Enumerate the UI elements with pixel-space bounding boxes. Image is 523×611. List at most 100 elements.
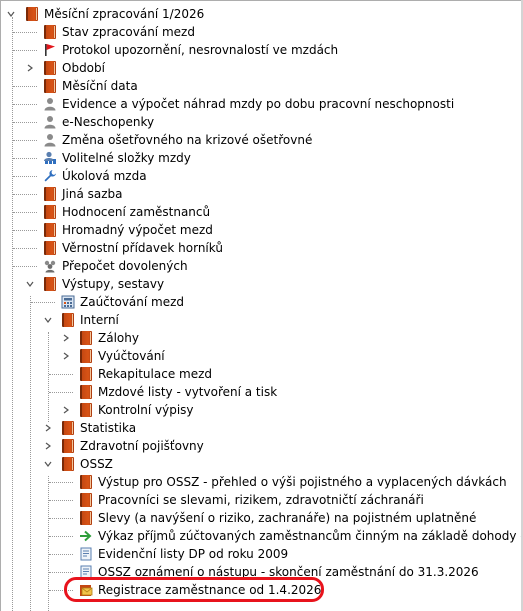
tree-root[interactable]: Měsíční zpracování 1/2026 bbox=[0, 5, 521, 23]
book-icon bbox=[44, 25, 56, 39]
tree-item-pracovnici[interactable]: Pracovníci se slevami, rizikem, zdravotn… bbox=[0, 491, 521, 509]
chevron-down-icon[interactable] bbox=[44, 316, 52, 324]
tree-item-volitelne[interactable]: Volitelné složky mzdy bbox=[0, 149, 521, 167]
tree-item-label: Zálohy bbox=[98, 331, 139, 345]
tree-item-prepocet[interactable]: Přepočet dovolených bbox=[0, 257, 521, 275]
chevron-down-icon[interactable] bbox=[44, 460, 52, 468]
tree-item-registrace[interactable]: Registrace zaměstnance od 1.4.2026 bbox=[0, 581, 521, 599]
calculator-icon bbox=[61, 295, 75, 309]
frame-left-border bbox=[0, 0, 1, 611]
book-icon bbox=[80, 385, 92, 399]
tree-connector bbox=[13, 248, 37, 249]
tree-item-hodnoceni[interactable]: Hodnocení zaměstnanců bbox=[0, 203, 521, 221]
tree-item-statistika[interactable]: Statistika bbox=[0, 419, 521, 437]
book-icon bbox=[44, 79, 56, 93]
tree-connector bbox=[13, 86, 37, 87]
tree-item-interni[interactable]: Interní bbox=[0, 311, 521, 329]
tree-item-mesicni-data[interactable]: Měsíční data bbox=[0, 77, 521, 95]
frame-right-border bbox=[521, 0, 523, 611]
tree-item-mzdove-listy[interactable]: Mzdové listy - vytvoření a tisk bbox=[0, 383, 521, 401]
tree-item-oznameni[interactable]: OSSZ oznámení o nástupu - skončení zaměs… bbox=[0, 563, 521, 581]
tree-item-ukolova[interactable]: Úkolová mzda bbox=[0, 167, 521, 185]
tree-item-label: e-Neschopenky bbox=[62, 115, 155, 129]
tree-item-vykaz[interactable]: Výkaz příjmů zúčtovaných zaměstnancům či… bbox=[0, 527, 521, 545]
person-settings-icon bbox=[44, 151, 56, 164]
tree-connector bbox=[49, 374, 73, 375]
chevron-down-icon[interactable] bbox=[7, 10, 15, 18]
people-icon bbox=[44, 260, 56, 273]
person-icon bbox=[44, 98, 56, 111]
tree-item-hromadny[interactable]: Hromadný výpočet mezd bbox=[0, 221, 521, 239]
tree-item-label: OSSZ bbox=[80, 457, 113, 471]
tree-item-obdobi[interactable]: Období bbox=[0, 59, 521, 77]
highlight-annotation bbox=[64, 577, 324, 602]
tree-item-label: Měsíční data bbox=[62, 79, 138, 93]
red-flag-icon bbox=[45, 44, 55, 56]
tree-item-vyuctovani[interactable]: Vyúčtování bbox=[0, 347, 521, 365]
tree-item-vystup-ossz[interactable]: Výstup pro OSSZ - přehled o výši pojistn… bbox=[0, 473, 521, 491]
document-icon bbox=[80, 547, 92, 561]
person-icon bbox=[44, 134, 56, 147]
tree-item-label: Slevy (a navýšení o riziko, zachranáře) … bbox=[98, 511, 477, 525]
book-icon bbox=[44, 241, 56, 255]
tree-item-rekapitulace[interactable]: Rekapitulace mezd bbox=[0, 365, 521, 383]
tree-connector bbox=[13, 50, 37, 51]
tree-connector bbox=[13, 122, 37, 123]
book-icon bbox=[44, 205, 56, 219]
tree-item-ossz[interactable]: OSSZ bbox=[0, 455, 521, 473]
chevron-right-icon[interactable] bbox=[62, 406, 70, 414]
tree-item-zauctovani[interactable]: Zaúčtování mezd bbox=[0, 293, 521, 311]
tree-item-label: Výstup pro OSSZ - přehled o výši pojistn… bbox=[98, 475, 507, 489]
tree-connector bbox=[13, 176, 37, 177]
tree-item-jina-sazba[interactable]: Jiná sazba bbox=[0, 185, 521, 203]
tree-item-label: Období bbox=[62, 61, 105, 75]
book-icon bbox=[44, 277, 56, 291]
tree-guide-ossz bbox=[48, 476, 49, 611]
tree-item-label: Výkaz příjmů zúčtovaných zaměstnancům či… bbox=[98, 529, 521, 543]
tree-item-label: Vyúčtování bbox=[98, 349, 165, 363]
tree-root-label: Měsíční zpracování 1/2026 bbox=[44, 7, 205, 21]
tree-item-vystupy[interactable]: Výstupy, sestavy bbox=[0, 275, 521, 293]
tree-item-label: Výstupy, sestavy bbox=[62, 277, 165, 291]
green-arrow-icon bbox=[80, 530, 92, 542]
book-icon bbox=[80, 367, 92, 381]
book-icon bbox=[44, 187, 56, 201]
tree-item-stav[interactable]: Stav zpracování mezd bbox=[0, 23, 521, 41]
tree-item-slevy[interactable]: Slevy (a navýšení o riziko, zachranáře) … bbox=[0, 509, 521, 527]
tree-item-label: Evidence a výpočet náhrad mzdy po dobu p… bbox=[62, 97, 455, 111]
book-icon bbox=[44, 223, 56, 237]
tree-item-label: Interní bbox=[80, 313, 119, 327]
tree-connector bbox=[13, 158, 37, 159]
book-icon bbox=[80, 403, 92, 417]
tree-item-evidencni-listy[interactable]: Evidenční listy DP od roku 2009 bbox=[0, 545, 521, 563]
tree-item-label: Stav zpracování mezd bbox=[62, 25, 195, 39]
tree-item-kontrolni[interactable]: Kontrolní výpisy bbox=[0, 401, 521, 419]
chevron-down-icon[interactable] bbox=[26, 280, 34, 288]
tree-connector bbox=[49, 392, 73, 393]
tree-item-vernostni[interactable]: Věrnostní přídavek horníků bbox=[0, 239, 521, 257]
chevron-right-icon[interactable] bbox=[26, 64, 34, 72]
tree-item-zalohy[interactable]: Zálohy bbox=[0, 329, 521, 347]
tree-connector bbox=[13, 104, 37, 105]
chevron-right-icon[interactable] bbox=[44, 424, 52, 432]
tree-connector bbox=[13, 212, 37, 213]
tree-item-zmena[interactable]: Změna ošetřovného na krizové ošetřovné bbox=[0, 131, 521, 149]
chevron-right-icon[interactable] bbox=[62, 334, 70, 342]
tree-item-label: Mzdové listy - vytvoření a tisk bbox=[98, 385, 278, 399]
tree-item-zdravotni[interactable]: Zdravotní pojišťovny bbox=[0, 437, 521, 455]
tree-connector bbox=[49, 500, 73, 501]
book-icon bbox=[80, 511, 92, 525]
book-icon bbox=[80, 331, 92, 345]
tree-item-label: OSSZ oznámení o nástupu - skončení zaměs… bbox=[98, 565, 479, 579]
tree-connector bbox=[13, 32, 37, 33]
tree-item-eneschopenky[interactable]: e-Neschopenky bbox=[0, 113, 521, 131]
tree-item-label: Změna ošetřovného na krizové ošetřovné bbox=[62, 133, 313, 147]
tree-item-evidence[interactable]: Evidence a výpočet náhrad mzdy po dobu p… bbox=[0, 95, 521, 113]
chevron-right-icon[interactable] bbox=[44, 442, 52, 450]
book-icon bbox=[26, 7, 38, 21]
tree-item-label: Hodnocení zaměstnanců bbox=[62, 205, 211, 219]
tree-item-protokol[interactable]: Protokol upozornění, nesrovnalostí ve mz… bbox=[0, 41, 521, 59]
tree-connector bbox=[31, 302, 55, 303]
tree-connector bbox=[49, 572, 73, 573]
chevron-right-icon[interactable] bbox=[62, 352, 70, 360]
